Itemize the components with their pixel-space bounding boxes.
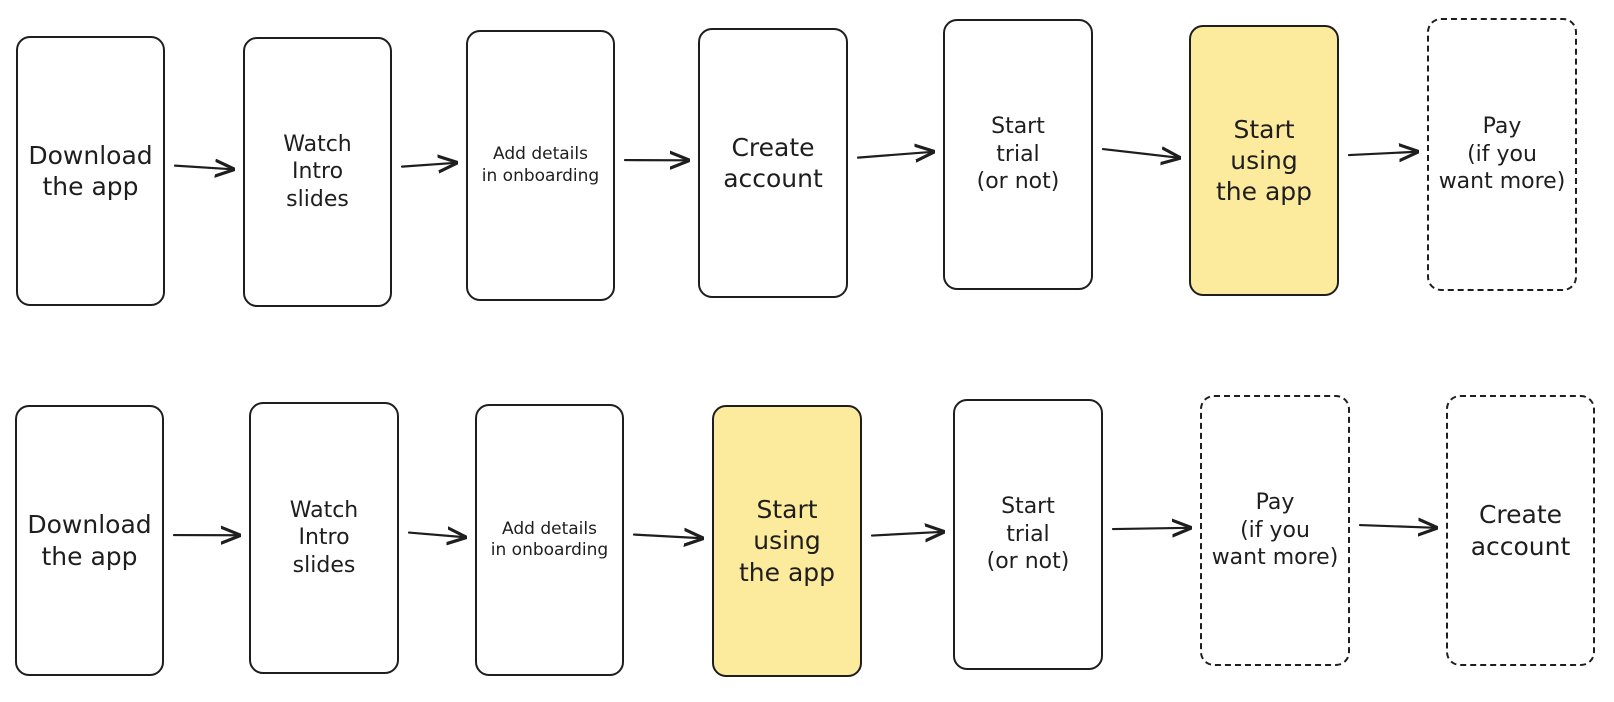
flow-1-step-4[interactable]: Create account [698, 28, 848, 298]
arrow-flow-1-6-to-7 [1347, 152, 1417, 155]
arrow-flow-2-6-to-7 [1358, 525, 1436, 528]
arrow-flow-2-3-to-4 [632, 535, 702, 539]
step-label: Watch Intro slides [289, 497, 359, 578]
flow-1-step-6[interactable]: Start using the app [1189, 25, 1339, 296]
step-label: Watch Intro slides [283, 131, 352, 212]
step-label: Download the app [28, 140, 153, 201]
step-label: Add details in onboarding [481, 144, 600, 186]
flow-1-step-5[interactable]: Start trial (or not) [943, 19, 1093, 290]
arrow-flow-1-4-to-5 [856, 152, 933, 158]
flow-2-step-5[interactable]: Start trial (or not) [953, 399, 1103, 670]
step-label: Start trial (or not) [986, 494, 1070, 575]
arrow-flow-2-5-to-6 [1111, 528, 1190, 529]
flow-2-step-2[interactable]: Watch Intro slides [249, 402, 399, 674]
arrow-flow-2-2-to-3 [407, 533, 465, 538]
flow-1-step-2[interactable]: Watch Intro slides [243, 37, 392, 307]
flow-2-step-4[interactable]: Start using the app [712, 405, 862, 677]
flow-2-step-1[interactable]: Download the app [15, 405, 164, 676]
arrow-flow-1-1-to-2 [173, 166, 233, 170]
flow-1-step-7[interactable]: Pay (if you want more) [1427, 18, 1577, 291]
flow-2-step-6[interactable]: Pay (if you want more) [1200, 395, 1350, 666]
flow-1-step-3[interactable]: Add details in onboarding [466, 30, 615, 301]
step-label: Download the app [27, 510, 152, 571]
step-label: Start using the app [1215, 114, 1313, 207]
step-label: Add details in onboarding [490, 518, 609, 560]
flow-2-step-7[interactable]: Create account [1446, 395, 1595, 666]
arrow-flow-1-5-to-6 [1101, 149, 1179, 158]
step-label: Pay (if you want more) [1211, 490, 1339, 571]
arrow-flow-2-4-to-5 [870, 532, 943, 536]
step-label: Start trial (or not) [976, 114, 1060, 195]
arrow-flow-1-2-to-3 [400, 163, 456, 167]
step-label: Create account [1470, 500, 1571, 561]
step-label: Create account [723, 132, 823, 193]
step-label: Start using the app [738, 495, 836, 587]
flow-2-step-3[interactable]: Add details in onboarding [475, 404, 624, 676]
flow-1-step-1[interactable]: Download the app [16, 36, 165, 306]
step-label: Pay (if you want more) [1438, 114, 1566, 195]
